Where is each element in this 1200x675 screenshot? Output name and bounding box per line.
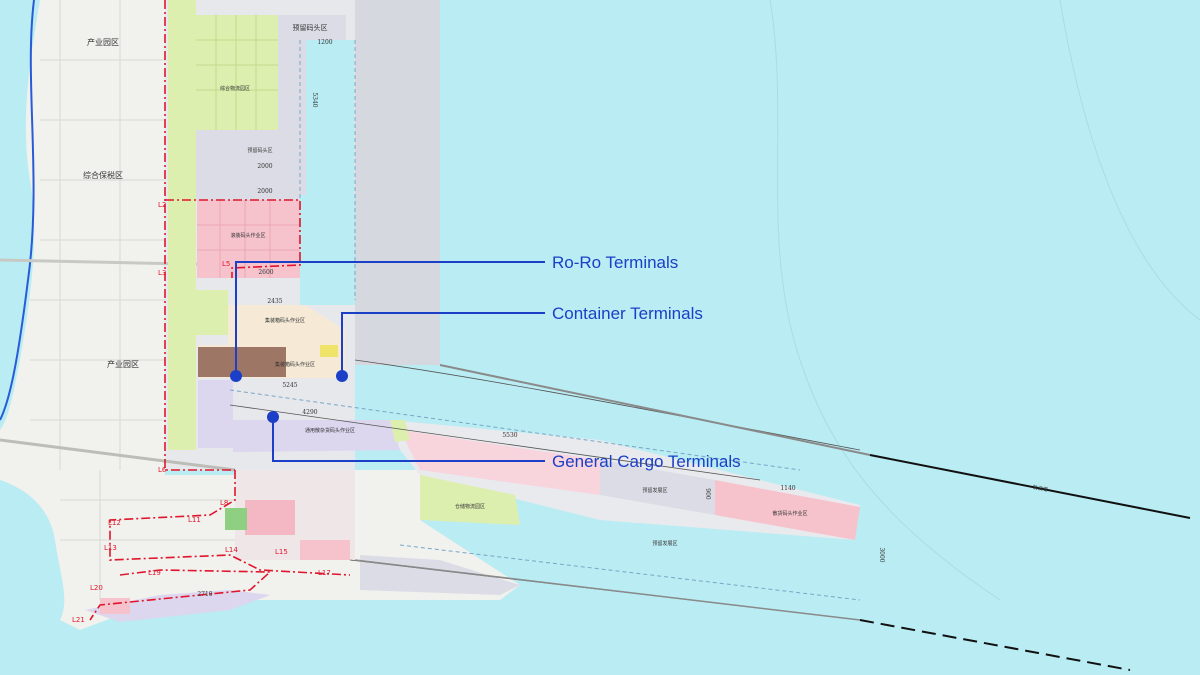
bulk-operation-zone	[715, 480, 860, 540]
dim-label: 1140	[780, 485, 795, 492]
south-breakwater-inner	[354, 559, 861, 621]
zone-label-bonded: 综合保税区	[83, 170, 123, 180]
line-label-l21: L21	[72, 616, 85, 624]
line-label-l17: L17	[318, 569, 331, 577]
south-dock-pink-2	[300, 540, 350, 560]
zone-label-logistics-strip: 仓储物流园区	[455, 503, 485, 510]
basin-north	[306, 40, 354, 200]
channel-lines	[229, 40, 861, 601]
dim-label: 2435	[267, 298, 282, 305]
storage-logistics-strip	[420, 475, 520, 525]
logistics-park-grid	[196, 15, 278, 130]
green-logistics-strip	[168, 0, 196, 450]
dim-label: 2000	[257, 163, 272, 170]
river-west	[0, 0, 40, 430]
container-terminals-label: Container Terminals	[552, 304, 703, 323]
zone-label-reserve-wharf-mid: 预留码头区	[247, 147, 272, 154]
zone-label-breakwater: 防波堤	[1032, 484, 1048, 494]
river-boundary	[0, 0, 35, 421]
green-pocket	[196, 290, 228, 335]
line-label-l20: L20	[90, 584, 103, 592]
zone-label-reserve-wharf-top: 预留码头区	[293, 23, 328, 32]
zone-label-bulk-operation: 散货码头作业区	[772, 510, 807, 517]
southwest-dock-pink	[100, 598, 130, 614]
reserve-sea-zone	[355, 0, 440, 365]
line-label-l15: L15	[275, 548, 288, 556]
general-cargo-leader-line	[272, 417, 545, 462]
line-label-l12: L12	[108, 519, 121, 527]
street-grid	[30, 0, 235, 600]
roro-terminals-label: Ro-Ro Terminals	[552, 253, 679, 272]
dim-label: 2710	[197, 591, 212, 598]
depth-contour	[1059, 0, 1200, 321]
zone-label-roro: 滚装码头作业区	[230, 232, 265, 239]
line-label-l3: L3	[158, 269, 166, 277]
dim-label: 4290	[302, 409, 317, 416]
planning-boundary	[89, 0, 351, 621]
boundary-line-labels: L2 L3 L5 L6 L8 L11 L12 L13 L14 L15 L17 L…	[72, 201, 331, 624]
dim-label: 900	[704, 488, 711, 500]
dim-label: 2600	[258, 269, 273, 276]
general-cargo-terminals-label: General Cargo Terminals	[552, 452, 741, 471]
basin-mid	[300, 195, 355, 305]
zone-label-container-1: 集装箱码头作业区	[265, 317, 305, 324]
container-marker-dot[interactable]	[336, 370, 348, 382]
line-label-l11: L11	[188, 516, 201, 524]
dim-label: 5245	[282, 382, 297, 389]
north-breakwater-extension	[869, 454, 1191, 519]
logistics-park	[196, 15, 278, 130]
roro-marker-dot[interactable]	[230, 370, 242, 382]
dim-label: 2000	[257, 188, 272, 195]
north-breakwater	[439, 364, 871, 456]
zone-label-container-2: 集装箱码头作业区	[275, 361, 315, 368]
roro-zone	[197, 200, 300, 278]
line-label-l14: L14	[225, 546, 238, 554]
general-cargo-zone	[233, 420, 400, 452]
dim-label: 5530	[502, 432, 517, 439]
dim-label: 3000	[878, 547, 885, 562]
zone-label-logistics-park: 综合物流园区	[220, 85, 250, 92]
container-zone-brown	[198, 347, 286, 377]
railway-line	[0, 438, 236, 472]
southwest-dock-lilac	[85, 590, 270, 622]
line-label-l8: L8	[220, 499, 228, 507]
container-yard-marker	[320, 345, 338, 357]
pier-reserve-zone	[600, 460, 715, 515]
south-breakwater	[859, 619, 1131, 671]
south-dock-pink	[245, 500, 295, 535]
dim-label: 1200	[317, 39, 332, 46]
roro-grid	[197, 200, 300, 278]
zone-label-industrial-bottom: 产业园区	[107, 359, 139, 369]
container-leader-line	[341, 312, 545, 376]
depth-contour	[769, 0, 1001, 601]
pier-green-marker	[390, 420, 410, 442]
zone-label-reserve-development: 预留发展区	[642, 487, 667, 494]
general-cargo-block-1	[198, 380, 233, 448]
line-label-l6: L6	[158, 466, 167, 474]
line-label-l5: L5	[222, 260, 230, 268]
dim-label: 5340	[311, 92, 318, 107]
south-dock-green	[225, 508, 247, 530]
roro-leader-line	[235, 261, 545, 376]
bay-southwest	[0, 480, 65, 660]
general-cargo-marker-dot[interactable]	[267, 411, 279, 423]
zone-label-general-cargo: 通用散杂货码头作业区	[305, 427, 355, 434]
zone-label-industrial-top: 产业园区	[87, 37, 119, 47]
line-label-l2: L2	[158, 201, 166, 209]
reserve-wharf-mid	[196, 130, 306, 200]
callout-leaders	[235, 261, 545, 462]
line-label-l19: L19	[148, 569, 161, 577]
container-zone-1	[228, 305, 345, 345]
mainland	[0, 0, 520, 630]
zone-label-reserve-land: 预留发展区	[652, 540, 677, 547]
pier-pink-zone	[400, 430, 600, 495]
line-label-l13: L13	[104, 544, 117, 552]
